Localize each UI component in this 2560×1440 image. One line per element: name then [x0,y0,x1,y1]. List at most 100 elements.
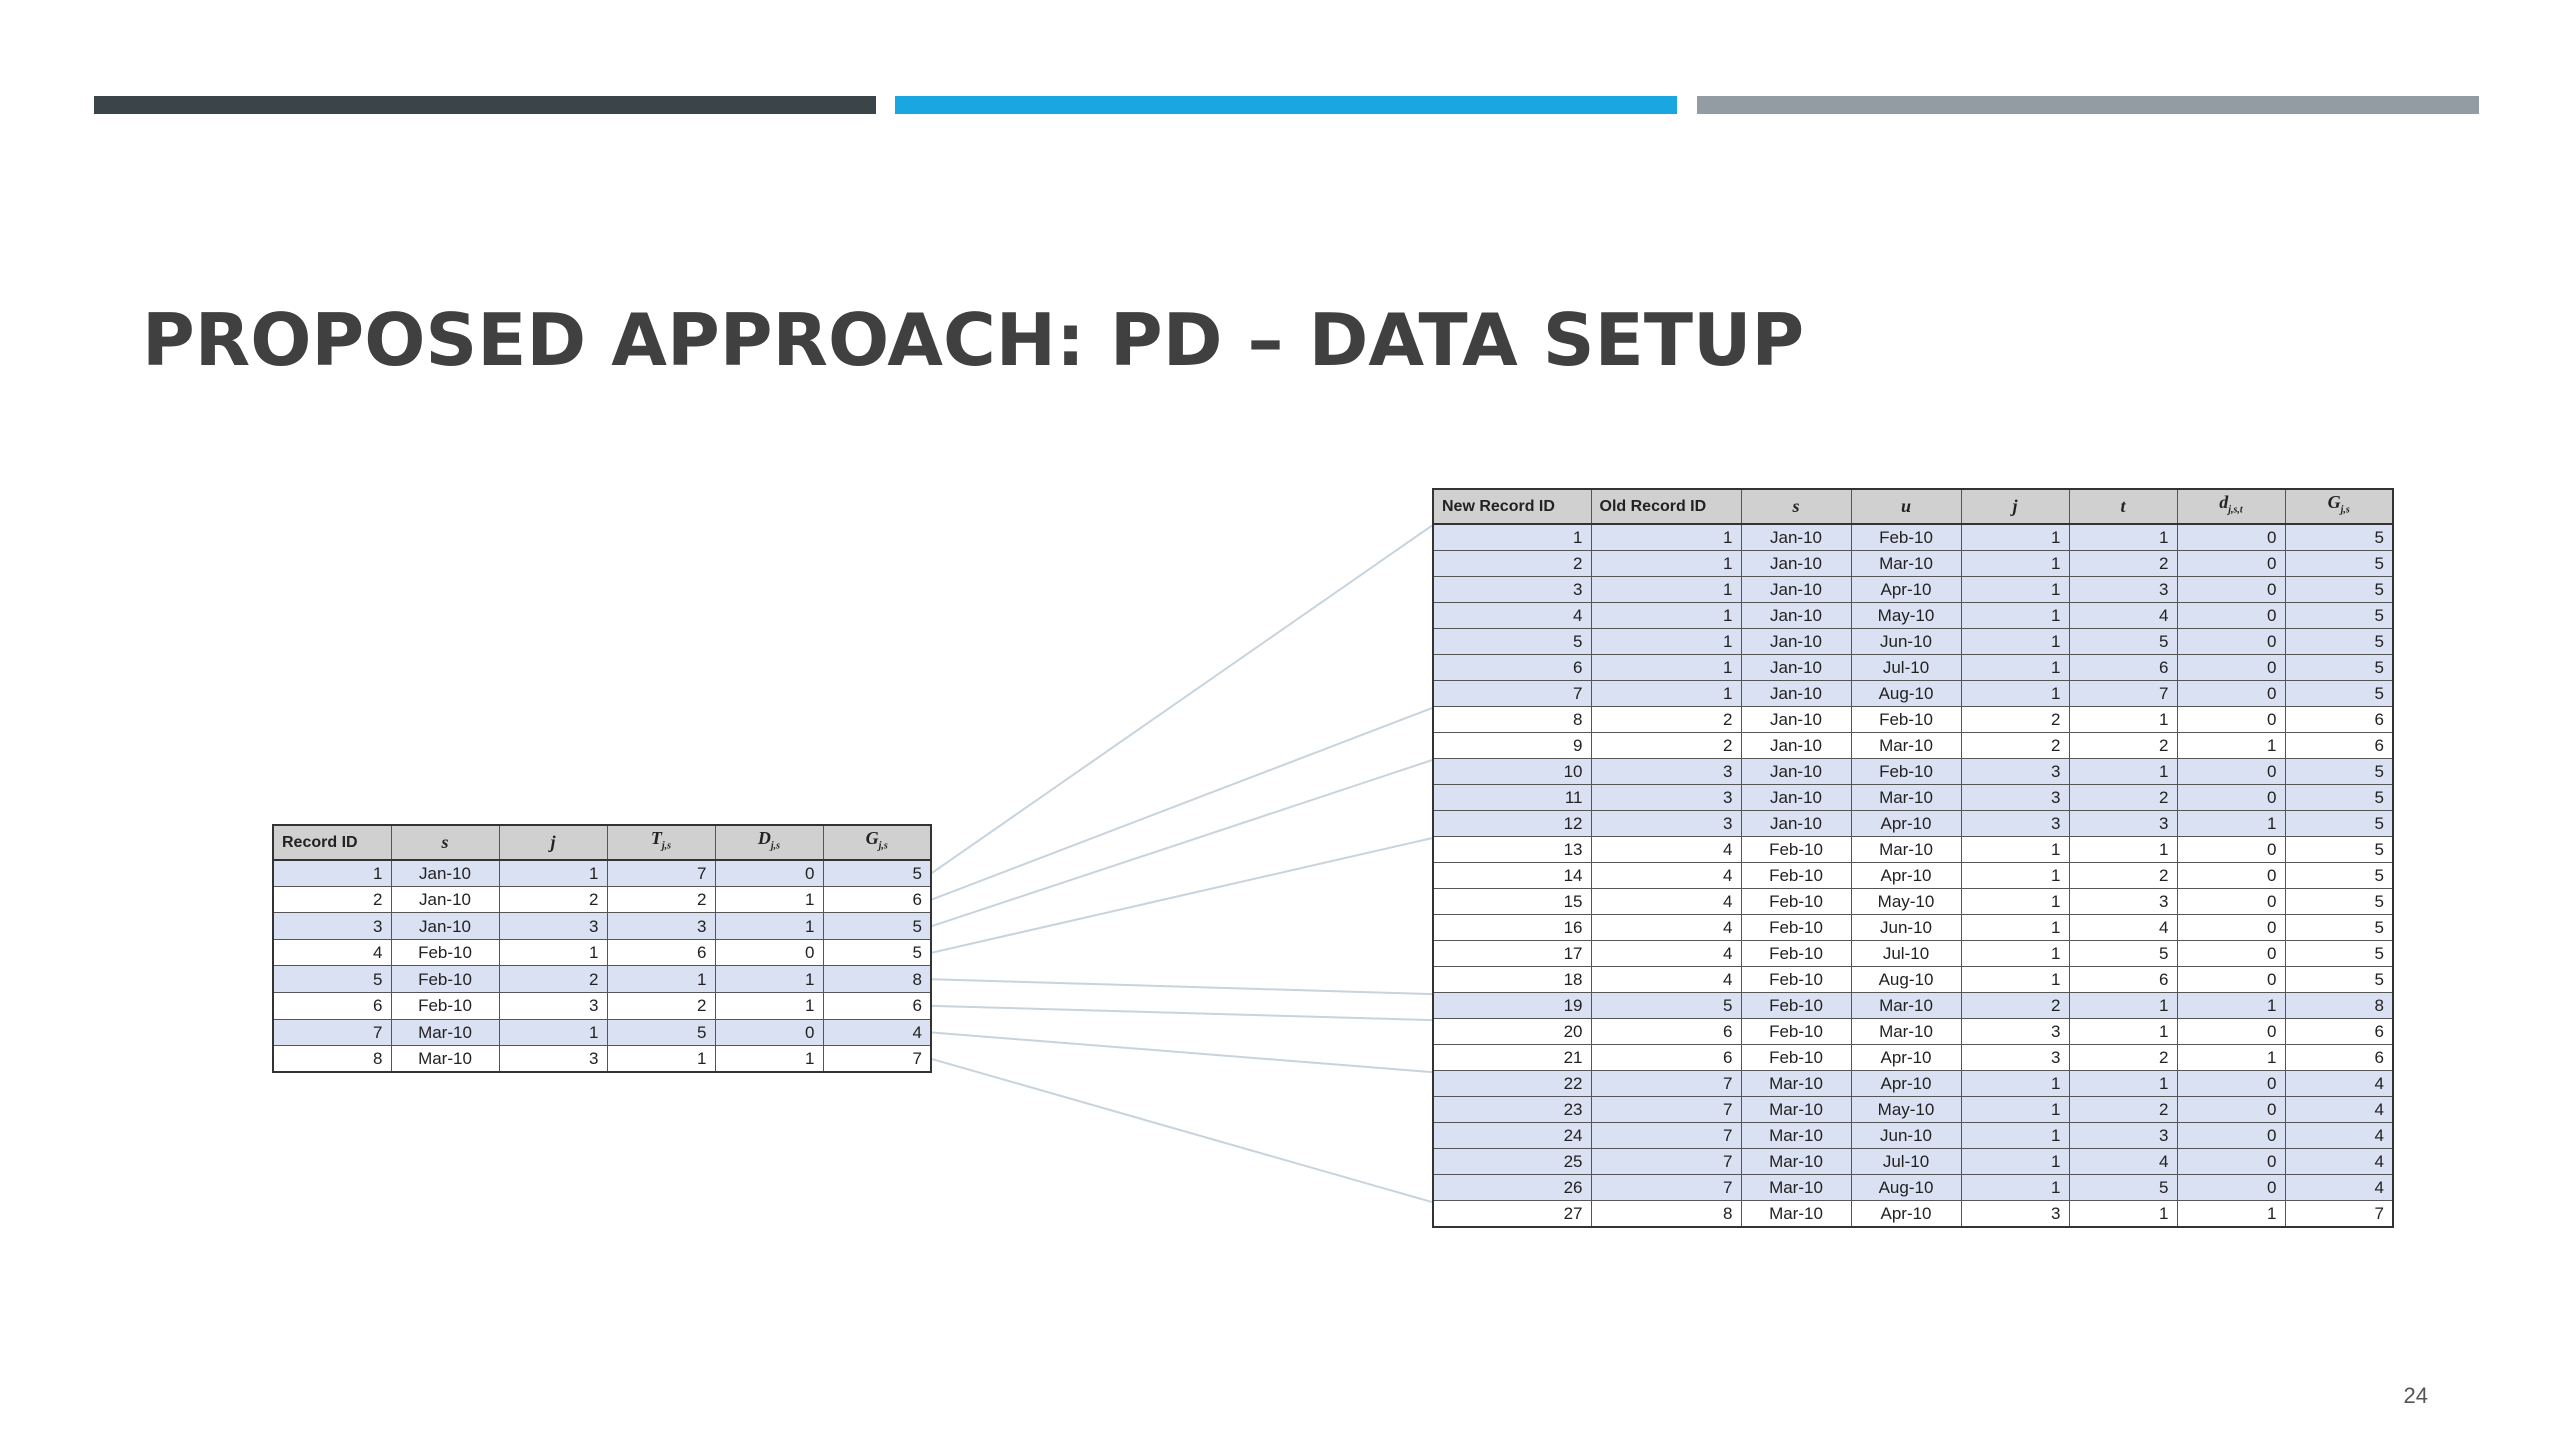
table-cell-t: 2 [2068,1043,2178,1071]
table-cell-D: 0 [714,859,824,887]
table-cell-nid: 11 [1432,783,1592,811]
column-header: Dj,s [714,824,824,861]
table-cell-G: 4 [2284,1173,2394,1201]
table-cell-D: 1 [714,965,824,994]
table-cell-j: 2 [1960,991,2070,1019]
table-cell-u: Aug-10 [1850,1173,1962,1201]
table-cell-j: 1 [1960,835,2070,863]
connector-line [931,837,1433,954]
table-cell-t: 7 [2068,679,2178,707]
table-cell-d: 0 [2176,1173,2286,1201]
table-cell-id: 7 [272,1018,392,1047]
table-cell-t: 6 [2068,965,2178,993]
table-cell-nid: 23 [1432,1095,1592,1123]
table-cell-d: 0 [2176,653,2286,681]
table-cell-s: Jan-10 [1740,627,1852,655]
table-cell-d: 0 [2176,965,2286,993]
table-cell-oid: 1 [1590,575,1742,603]
table-cell-t: 4 [2068,601,2178,629]
table-cell-id: 4 [272,938,392,967]
column-header-label: T [650,828,662,848]
table-cell-s: Feb-10 [1740,835,1852,863]
column-header-label: s [441,831,449,852]
table-cell-D: 1 [714,885,824,914]
table-cell-nid: 9 [1432,731,1592,759]
table-cell-nid: 16 [1432,913,1592,941]
table-cell-nid: 26 [1432,1173,1592,1201]
table-cell-D: 1 [714,992,824,1020]
table-cell-T: 6 [606,938,716,967]
table-cell-j: 2 [498,965,608,994]
table-cell-oid: 3 [1590,783,1742,811]
table-cell-d: 0 [2176,861,2286,889]
table-cell-G: 6 [2284,731,2394,759]
table-cell-G: 4 [2284,1069,2394,1097]
table-cell-t: 2 [2068,731,2178,759]
table-cell-G: 6 [822,992,932,1020]
table-cell-G: 7 [822,1045,932,1073]
table-cell-nid: 10 [1432,757,1592,785]
table-cell-t: 1 [2068,991,2178,1019]
table-cell-j: 3 [1960,757,2070,785]
table-cell-t: 1 [2068,1199,2178,1228]
table-cell-nid: 14 [1432,861,1592,889]
table-cell-G: 7 [2284,1199,2394,1228]
column-header: t [2068,488,2178,525]
table-cell-oid: 7 [1590,1121,1742,1149]
accent-bar-gray [1697,96,2479,114]
table-cell-u: Apr-10 [1850,1069,1962,1097]
slide-title: PROPOSED APPROACH: PD – DATA SETUP [142,298,1805,382]
table-cell-oid: 7 [1590,1095,1742,1123]
table-cell-t: 2 [2068,1095,2178,1123]
table-cell-T: 7 [606,859,716,887]
table-cell-G: 5 [822,912,932,940]
table-cell-oid: 4 [1590,939,1742,967]
table-cell-oid: 2 [1590,705,1742,733]
column-header-label: Record ID [282,833,358,851]
column-header: j [498,824,608,861]
column-header-label: j [2012,495,2018,516]
table-cell-s: Jan-10 [1740,809,1852,837]
table-cell-j: 1 [1960,1173,2070,1201]
table-cell-D: 0 [714,1018,824,1047]
table-cell-G: 4 [822,1018,932,1047]
table-cell-s: Feb-10 [390,992,500,1020]
column-header-label: t [2120,495,2126,516]
table-cell-nid: 27 [1432,1199,1592,1228]
table-cell-j: 1 [1960,679,2070,707]
column-header-subscript: j,s [2340,504,2350,516]
table-cell-u: Apr-10 [1850,575,1962,603]
table-cell-s: Jan-10 [1740,575,1852,603]
table-cell-nid: 18 [1432,965,1592,993]
table-cell-s: Feb-10 [1740,887,1852,915]
table-cell-d: 0 [2176,913,2286,941]
table-cell-j: 1 [1960,627,2070,655]
table-cell-G: 5 [822,938,932,967]
table-cell-id: 5 [272,965,392,994]
table-cell-oid: 6 [1590,1043,1742,1071]
table-cell-oid: 7 [1590,1069,1742,1097]
table-cell-s: Jan-10 [1740,757,1852,785]
table-cell-oid: 1 [1590,601,1742,629]
table-cell-j: 1 [1960,1069,2070,1097]
table-cell-j: 1 [1960,887,2070,915]
table-cell-D: 0 [714,938,824,967]
table-cell-d: 0 [2176,601,2286,629]
table-cell-u: Apr-10 [1850,1043,1962,1071]
table-cell-j: 1 [1960,1147,2070,1175]
table-cell-d: 0 [2176,757,2286,785]
table-cell-j: 2 [498,885,608,914]
table-cell-G: 5 [2284,757,2394,785]
